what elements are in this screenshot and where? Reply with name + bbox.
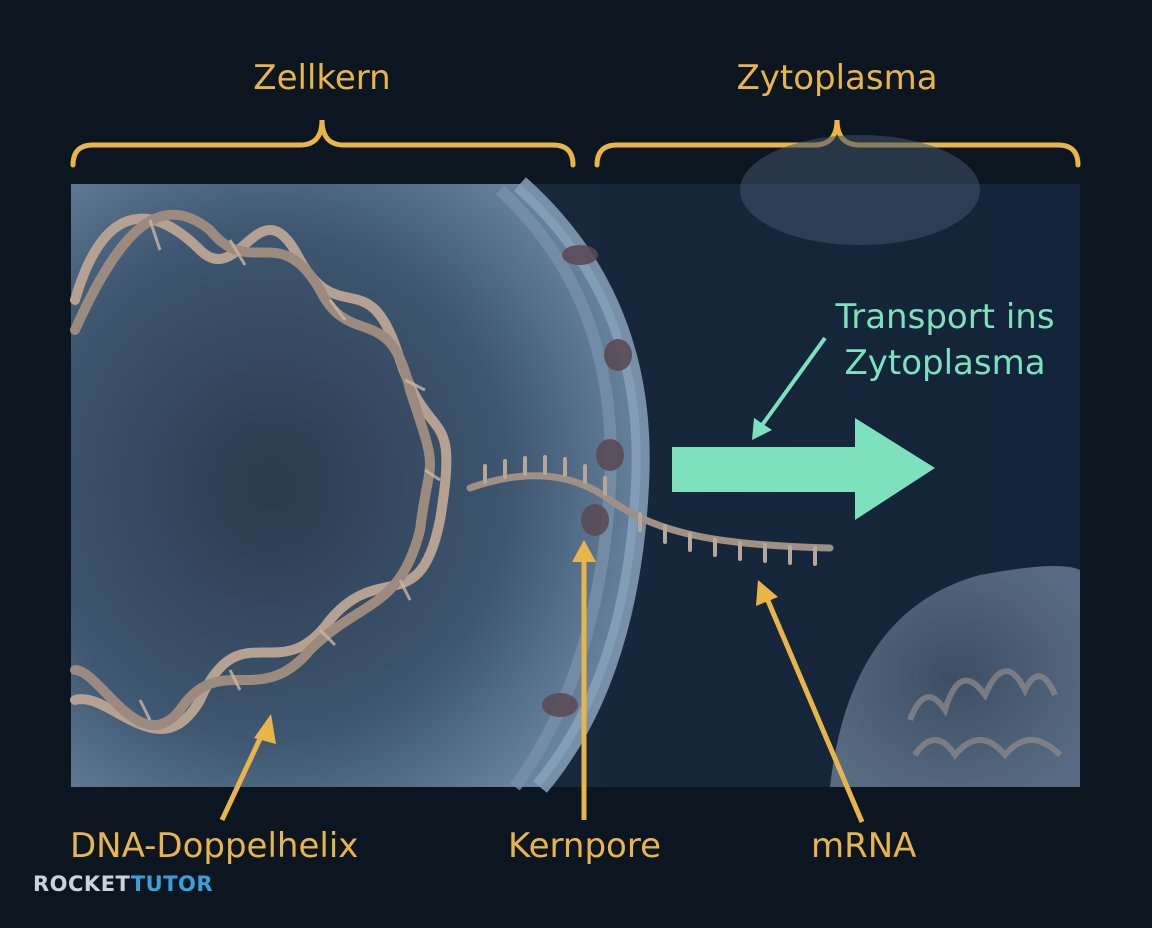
- background-cell-bottom-right: [830, 566, 1080, 787]
- dna-pointer-head: [254, 714, 276, 744]
- brand-part1: ROCKET: [33, 872, 131, 896]
- mrna-bases: [483, 455, 817, 566]
- dna-double-helix: [70, 209, 452, 734]
- nuclear-envelope-outer: [514, 177, 650, 793]
- transport-label: Transport ins Zytoplasma: [820, 294, 1070, 386]
- transport-arrow: [672, 418, 935, 520]
- mrna-strand: [466, 472, 834, 552]
- nucleus-body: [71, 184, 641, 787]
- kernpore-callout-label: Kernpore: [508, 826, 661, 866]
- transport-pointer-head: [752, 418, 772, 440]
- transport-label-line2: Zytoplasma: [844, 343, 1046, 383]
- background-cell-inner-structure: [907, 668, 1063, 761]
- mrna-pointer-line: [763, 595, 865, 823]
- brand-part2: TUTOR: [130, 872, 214, 896]
- dna-callout-label: DNA-Doppelhelix: [70, 826, 359, 866]
- dna-base-pairs: [138, 219, 441, 721]
- zytoplasma-bracket: [594, 119, 1081, 168]
- nucleus-region-label: Zellkern: [253, 58, 391, 98]
- background-cell-top: [740, 135, 980, 245]
- transport-label-line1: Transport ins: [835, 297, 1055, 337]
- kernpore-pointer-head: [572, 540, 596, 562]
- mrna-pointer-head: [756, 580, 778, 606]
- brand-logo: ROCKETTUTOR: [33, 872, 213, 896]
- zellkern-bracket: [70, 119, 576, 168]
- transport-pointer-line: [758, 336, 827, 430]
- mrna-callout-label: mRNA: [811, 826, 917, 866]
- cytoplasm-region-label: Zytoplasma: [736, 58, 938, 98]
- dna-pointer-line: [219, 726, 268, 822]
- nuclear-pores: [542, 245, 632, 717]
